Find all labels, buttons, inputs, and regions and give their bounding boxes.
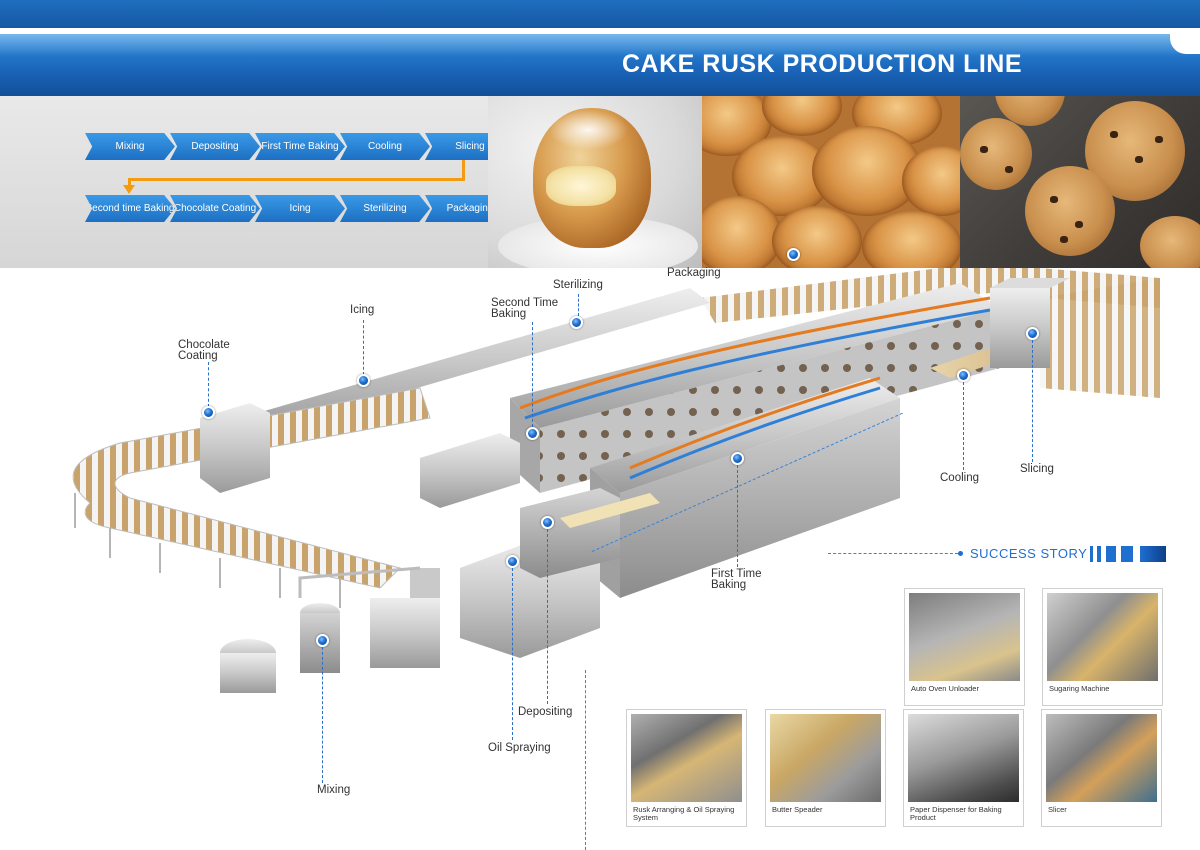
callout-slicing: Slicing (1020, 463, 1054, 475)
success-item-caption: Sugaring Machine (1049, 684, 1110, 693)
success-item-caption: Slicer (1048, 805, 1067, 814)
cream-puff-photo (488, 96, 702, 268)
flow-connector-drop (128, 178, 131, 186)
callout-chocolate-coating: Chocolate Coating (178, 339, 230, 362)
chocolate-chip-cookies-photo (960, 96, 1200, 268)
chocolate-coating-marker-icon[interactable] (202, 406, 215, 419)
flow-arrow-icon (123, 185, 135, 194)
flow-connector-down (462, 160, 465, 180)
first-time-baking-marker-icon[interactable] (731, 452, 744, 465)
second-time-baking-marker-icon[interactable] (526, 427, 539, 440)
top-bar (0, 0, 1200, 28)
step-icing: Icing (255, 195, 345, 222)
success-item-rusk-arranging[interactable]: Rusk Arranging & Oil Spraying System (626, 709, 747, 827)
depositing-marker-icon[interactable] (541, 516, 554, 529)
callout-packaging: Packaging (667, 267, 721, 279)
cooling-marker-icon[interactable] (957, 369, 970, 382)
production-line-illustration (72, 268, 1160, 693)
mixing-marker-icon[interactable] (316, 634, 329, 647)
callout-icing: Icing (350, 304, 375, 316)
callout-mixing: Mixing (317, 784, 351, 796)
success-item-auto-oven-unloader[interactable]: Auto Oven Unloader (904, 588, 1025, 706)
oil-spraying-marker-icon[interactable] (506, 555, 519, 568)
step-second-time-baking: Second time Baking (85, 195, 175, 222)
callout-cooling: Cooling (940, 472, 979, 484)
success-item-caption: Auto Oven Unloader (911, 684, 979, 693)
callout-second-time-baking: Second Time Baking (491, 297, 559, 320)
success-item-slicer[interactable]: Slicer (1041, 709, 1162, 827)
success-item-caption: Paper Dispenser for Baking Product (910, 805, 1002, 822)
step-mixing: Mixing (85, 133, 175, 160)
header-band (0, 34, 1200, 96)
flow-connector-across (128, 178, 465, 181)
step-depositing: Depositing (170, 133, 260, 160)
sterilizing-marker-icon[interactable] (570, 316, 583, 329)
success-item-caption: Rusk Arranging & Oil Spraying System (633, 805, 735, 822)
step-chocolate-coating: Chocolate Coating (170, 195, 260, 222)
callout-depositing: Depositing (518, 706, 573, 718)
palmier-cookies-photo (702, 96, 960, 268)
callout-sterilizing: Sterilizing (553, 279, 603, 291)
callout-oil-spraying: Oil Spraying (488, 742, 551, 754)
step-first-time-baking: First Time Baking (255, 133, 345, 160)
success-item-paper-dispenser[interactable]: Paper Dispenser for Baking Product (903, 709, 1024, 827)
success-item-sugaring-machine[interactable]: Sugaring Machine (1042, 588, 1163, 706)
step-sterilizing: Sterilizing (340, 195, 430, 222)
step-cooling: Cooling (340, 133, 430, 160)
success-frame-top (828, 553, 958, 554)
success-item-caption: Butter Speader (772, 805, 823, 814)
success-dot-icon (958, 551, 963, 556)
success-item-butter-speader[interactable]: Butter Speader (765, 709, 886, 827)
page-title: CAKE RUSK PRODUCTION LINE (622, 50, 1023, 78)
header-tab (1170, 34, 1200, 54)
icing-marker-icon[interactable] (357, 374, 370, 387)
callout-first-time-baking: First Time Baking (711, 568, 762, 591)
slicing-marker-icon[interactable] (1026, 327, 1039, 340)
process-flow-panel: Mixing Depositing First Time Baking Cool… (0, 96, 520, 268)
success-story-title: SUCCESS STORY (970, 546, 1088, 561)
success-frame-vertical (585, 670, 586, 850)
packaging-marker-icon[interactable] (787, 248, 800, 261)
